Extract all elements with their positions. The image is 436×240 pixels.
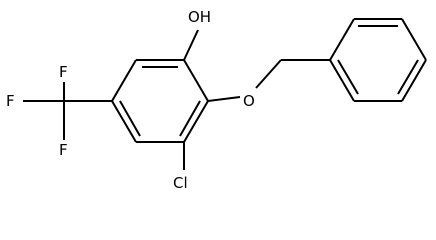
bond-benzyl-double-inner-right	[397, 59, 419, 95]
bond-ring-double-inner-left	[119, 100, 141, 137]
bond-ring-c4-c5	[111, 100, 137, 143]
bond-benzyl-c6-c1	[329, 59, 355, 102]
atom-label-cl: Cl	[173, 174, 188, 192]
atom-label-f-top: F	[59, 63, 68, 81]
bonds	[23, 18, 427, 170]
bond-ring-double-inner-right	[179, 100, 201, 137]
atom-label-f-bottom: F	[59, 141, 68, 159]
bond-benzyl-c1-c2	[329, 18, 355, 61]
bond-ring-c1-c2	[183, 59, 209, 102]
bond-o-ch2	[255, 59, 282, 89]
bond-c1-oh	[183, 29, 199, 61]
atom-label-o-ether: O	[243, 92, 255, 110]
bond-benzyl-c3-c4	[401, 18, 427, 61]
bond-c2-o	[207, 96, 241, 102]
atom-labels: OH O Cl F F F	[6, 8, 255, 192]
bond-benzyl-c4-c5	[401, 59, 427, 102]
atom-label-f-left: F	[6, 92, 15, 110]
chemical-structure-diagram: OH O Cl F F F	[6, 8, 427, 192]
atom-label-oh: OH	[188, 8, 211, 26]
bond-ring-c5-c6	[111, 59, 137, 102]
bond-ring-c2-c3	[183, 100, 209, 143]
bond-benzyl-double-inner-left	[337, 59, 359, 95]
